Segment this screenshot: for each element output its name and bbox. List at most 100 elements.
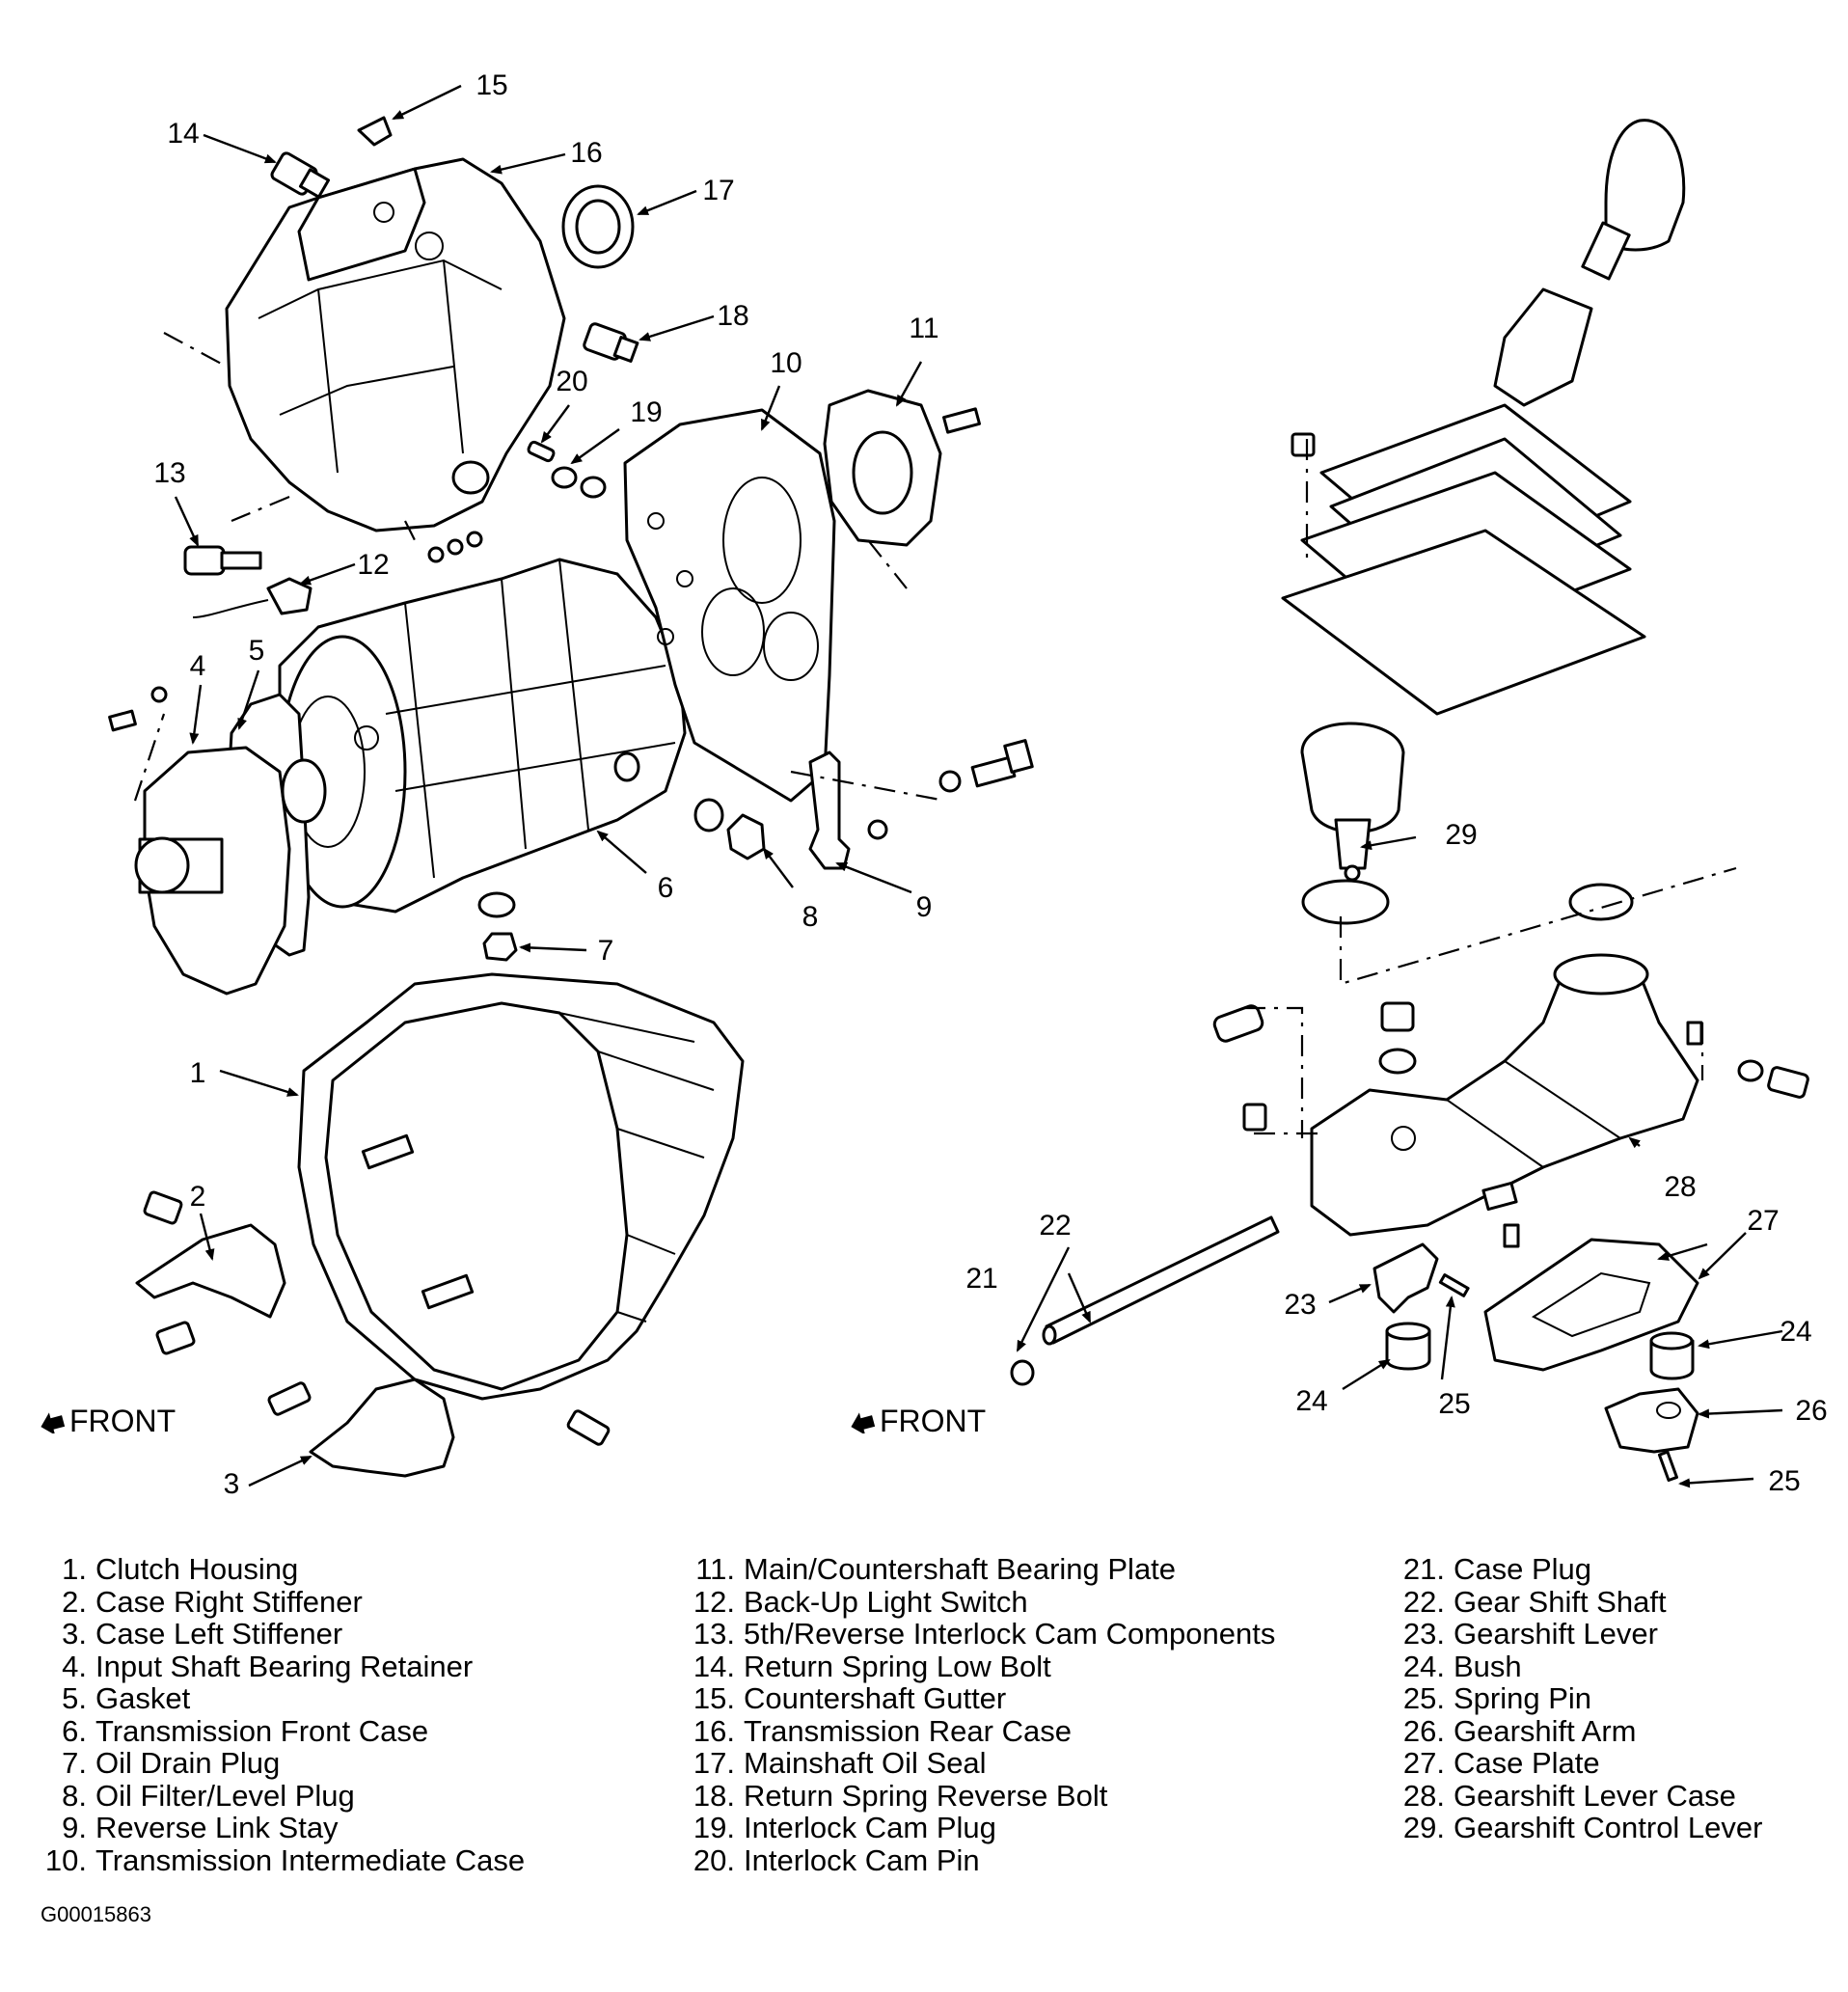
callout-14: 14	[167, 118, 199, 150]
legend-text: Oil Drain Plug	[95, 1746, 281, 1780]
legend-item: 12.Back-Up Light Switch	[693, 1584, 1028, 1619]
callout-24a: 24	[1295, 1385, 1327, 1417]
legend-item: 17.Mainshaft Oil Seal	[693, 1746, 987, 1780]
legend-item: 13.5th/Reverse Interlock Cam Components	[693, 1617, 1276, 1651]
legend-text: Gear Shift Shaft	[1454, 1584, 1667, 1619]
callout-17: 17	[702, 175, 734, 206]
clutch-housing	[297, 972, 745, 1401]
callout-2: 2	[190, 1181, 206, 1213]
legend-item: 9.Reverse Link Stay	[62, 1811, 339, 1844]
oil-filter-level-plug	[693, 798, 766, 860]
return-spring-low-bolt	[270, 151, 331, 199]
legend-column-3: 21.Case Plug 22.Gear Shift Shaft 23.Gear…	[1397, 1552, 1763, 1844]
case-plug	[1010, 1359, 1035, 1386]
legend-text: Return Spring Low Bolt	[744, 1649, 1051, 1683]
callout-10: 10	[770, 347, 802, 379]
callout-21: 21	[965, 1263, 997, 1295]
front-arrow-icon	[41, 1411, 66, 1433]
legend-item: 15.Countershaft Gutter	[693, 1681, 1007, 1715]
callout-6: 6	[658, 872, 674, 904]
callout-7: 7	[598, 935, 614, 967]
legend-item: 27.Case Plate	[1402, 1746, 1600, 1780]
callout-8: 8	[802, 901, 819, 933]
legend-text: Input Shaft Bearing Retainer	[95, 1649, 474, 1683]
legend-item: 14.Return Spring Low Bolt	[693, 1649, 1051, 1683]
front-label-text: FRONT	[880, 1404, 987, 1438]
legend-item: 25.Spring Pin	[1402, 1681, 1592, 1715]
oil-drain-plug	[477, 891, 518, 962]
transmission-intermediate-case	[623, 408, 836, 803]
legend-item: 5.Gasket	[62, 1681, 191, 1715]
callout-24b: 24	[1780, 1316, 1811, 1348]
legend-text: Oil Filter/Level Plug	[95, 1778, 355, 1813]
legend-column-2: 11.Main/Countershaft Bearing Plate 12.Ba…	[687, 1553, 1275, 1876]
legend-item: 21.Case Plug	[1402, 1552, 1592, 1586]
callout-29: 29	[1445, 819, 1477, 851]
input-shaft-bearing-retainer	[108, 686, 327, 996]
legend-text: Interlock Cam Pin	[744, 1842, 980, 1877]
legend-text: Gearshift Arm	[1454, 1713, 1637, 1748]
legend-item: 18.Return Spring Reverse Bolt	[693, 1778, 1108, 1813]
case-right-stiffener	[135, 1190, 286, 1355]
legend-item: 29.Gearshift Control Lever	[1402, 1811, 1763, 1844]
legend-item: 26.Gearshift Arm	[1402, 1713, 1637, 1748]
callout-20: 20	[556, 366, 587, 397]
gear-shift-shaft	[1042, 1215, 1280, 1346]
legend-item: 8.Oil Filter/Level Plug	[62, 1778, 355, 1813]
legend-item: 3.Case Left Stiffener	[62, 1617, 343, 1651]
countershaft-gutter	[357, 116, 393, 147]
legend-item: 1.Clutch Housing	[62, 1552, 299, 1586]
gearshift-control-lever	[1281, 119, 1686, 925]
legend-text: Main/Countershaft Bearing Plate	[744, 1552, 1177, 1586]
legend-text: Countershaft Gutter	[744, 1681, 1007, 1715]
legend-text: Case Plate	[1454, 1746, 1600, 1780]
transmission-front-case	[278, 558, 687, 914]
callout-28: 28	[1664, 1171, 1696, 1203]
callout-22: 22	[1039, 1210, 1071, 1242]
callout-27: 27	[1747, 1205, 1779, 1237]
callout-23: 23	[1284, 1289, 1316, 1321]
callout-12: 12	[357, 549, 389, 581]
legend-text: Clutch Housing	[95, 1552, 299, 1586]
front-direction-label-left: FRONT	[39, 1404, 176, 1439]
bush	[1385, 1322, 1695, 1380]
reverse-link-stay	[808, 739, 1034, 870]
callout-16: 16	[570, 137, 602, 169]
mainshaft-oil-seal	[561, 184, 635, 269]
interlock-cam-components	[183, 460, 607, 576]
callout-18: 18	[717, 300, 748, 332]
gearshift-lever-case	[1212, 883, 1809, 1248]
legend-text: Case Left Stiffener	[95, 1617, 343, 1651]
front-direction-label-right: FRONT	[849, 1404, 986, 1439]
callout-15: 15	[476, 69, 507, 101]
legend-text: Back-Up Light Switch	[744, 1584, 1028, 1619]
callout-1: 1	[190, 1057, 206, 1089]
legend-item: 24.Bush	[1402, 1649, 1522, 1683]
legend-item: 6.Transmission Front Case	[62, 1713, 429, 1748]
legend-item: 4.Input Shaft Bearing Retainer	[62, 1649, 474, 1683]
callout-26: 26	[1795, 1395, 1827, 1427]
front-label-text: FRONT	[69, 1404, 177, 1438]
callout-11: 11	[909, 313, 938, 344]
legend-text: Return Spring Reverse Bolt	[744, 1778, 1108, 1813]
legend-text: Spring Pin	[1454, 1681, 1592, 1715]
callout-25b: 25	[1768, 1465, 1800, 1497]
front-arrow-icon	[851, 1411, 876, 1433]
legend-item: 7.Oil Drain Plug	[62, 1746, 281, 1780]
callout-3: 3	[224, 1468, 240, 1500]
legend-text: Bush	[1454, 1649, 1522, 1683]
transmission-rear-case	[225, 157, 566, 532]
legend-item: 20.Interlock Cam Pin	[693, 1842, 980, 1877]
callout-numbers: 1 2 3 4 5 6 7 8 9 10 11 12 13 14 15 16 1…	[153, 69, 1827, 1500]
return-spring-reverse-bolt	[583, 322, 639, 363]
legend-text: Gearshift Lever	[1454, 1617, 1658, 1651]
exploded-view-diagram: 1 2 3 4 5 6 7 8 9 10 11 12 13 14 15 16 1…	[108, 69, 1828, 1500]
legend-item: 10.Transmission Intermediate Case	[44, 1842, 526, 1877]
callout-4: 4	[190, 650, 206, 682]
legend-text: 5th/Reverse Interlock Cam Components	[744, 1617, 1276, 1651]
legend-item: 19.Interlock Cam Plug	[693, 1811, 996, 1844]
legend-column-1: 1.Clutch Housing 2.Case Right Stiffener …	[39, 1553, 525, 1876]
gearshift-lever	[1372, 1242, 1439, 1314]
spring-pin	[1438, 1273, 1678, 1483]
legend-text: Reverse Link Stay	[95, 1811, 339, 1844]
